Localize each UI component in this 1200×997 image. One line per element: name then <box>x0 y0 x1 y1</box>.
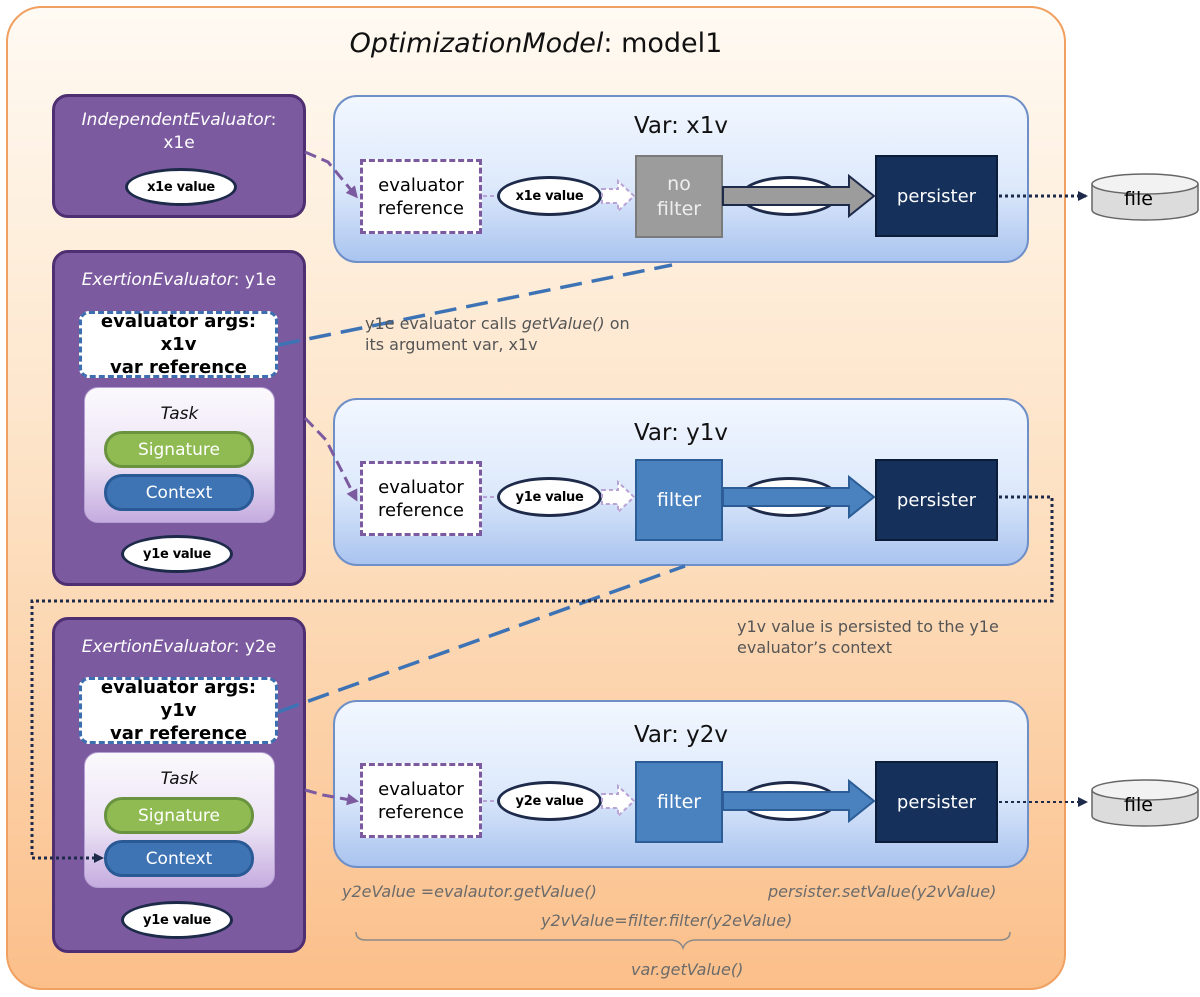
y1v-filter: filter <box>635 459 723 541</box>
y2e-signature: Signature <box>104 797 254 834</box>
y1v-input-value: y1e value <box>497 477 602 517</box>
var-getvalue-label: var.getValue() <box>631 960 744 979</box>
x1e-value-ellipse: x1e value <box>125 168 237 206</box>
x1v-persister: persister <box>875 155 998 237</box>
y2e-context: Context <box>104 840 254 877</box>
y2v-persister: persister <box>875 761 998 843</box>
y2v-filter: filter <box>635 761 723 843</box>
y1v-value-to-filter-arrow <box>601 479 636 515</box>
getvalue-note: y1e evaluator calls getValue() on its ar… <box>365 314 630 354</box>
y1e-title: ExertionEvaluator: y1e <box>81 270 277 290</box>
evaluator-getvalue-equation: y2eValue =evalautor.getValue() <box>342 882 597 901</box>
var-x1v-title: Var: x1v <box>633 113 728 139</box>
x1e-title: IndependentEvaluator:x1e <box>81 110 277 153</box>
var-y1v-title: Var: y1v <box>633 420 728 446</box>
y1e-context: Context <box>104 474 254 511</box>
model-title-type: OptimizationModel <box>349 28 604 59</box>
y1e-task-title: Task <box>160 404 199 424</box>
y1e-to-y1v-connector <box>303 416 358 502</box>
x1v-input-value: x1e value <box>497 176 602 216</box>
var-y2v-title: Var: y2v <box>633 722 728 748</box>
y1v-persister: persister <box>875 459 998 541</box>
file-label-top: file <box>1124 188 1153 210</box>
x1v-value-to-filter-arrow <box>601 178 636 214</box>
x1v-reference-line <box>277 263 673 347</box>
y2v-value-to-filter-arrow <box>601 783 636 819</box>
y2v-input-value: y2e value <box>497 781 602 821</box>
y1e-signature: Signature <box>104 431 254 468</box>
persister-setvalue-equation: persister.setValue(y2vValue) <box>768 882 997 901</box>
model-title-name: : model1 <box>603 28 723 59</box>
model-title: OptimizationModel: model1 <box>6 28 1066 59</box>
y2e-task-title: Task <box>160 769 199 789</box>
y1v-filter-to-persister-arrow <box>722 474 876 520</box>
file-label-bottom: file <box>1124 794 1153 816</box>
y2e-title: ExertionEvaluator: y2e <box>81 637 277 657</box>
y2v-filter-to-persister-arrow <box>722 778 876 824</box>
independent-evaluator-x1e: IndependentEvaluator:x1e <box>52 94 306 218</box>
y1v-reference-line <box>277 564 686 714</box>
y1v-persist-to-context-arrow <box>30 495 1054 863</box>
y1e-value-ellipse: y1e value <box>121 535 233 573</box>
y2e-to-y2v-connector <box>304 788 359 806</box>
file-cylinder-bottom <box>1091 779 1199 827</box>
getvalue-bracket <box>355 931 1011 951</box>
file-cylinder-top <box>1091 173 1199 221</box>
y2e-value-ellipse: y1e value <box>121 901 233 939</box>
filter-equation: y2vValue=filter.filter(y2eValue) <box>541 911 793 930</box>
x1v-filter-to-persister-arrow <box>722 173 876 219</box>
x1e-to-x1v-connector <box>304 150 358 199</box>
